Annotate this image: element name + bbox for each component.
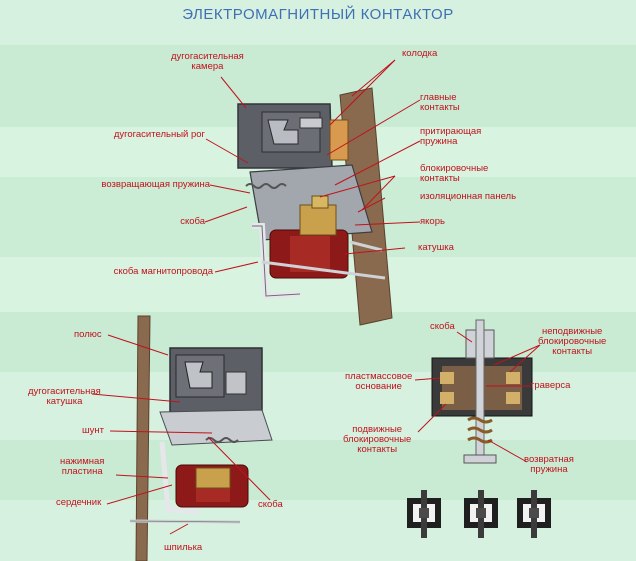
- label-bracket-top: скоба: [180, 216, 205, 227]
- label-moving-interlock: подвижные блокировочные контакты: [343, 424, 412, 455]
- small-block-icons: [407, 490, 551, 538]
- label-arc-coil: дугогасительная катушка: [28, 386, 101, 407]
- label-stud: шпилька: [164, 542, 203, 553]
- page-title: ЭЛЕКТРОМАГНИТНЫЙ КОНТАКТОР: [182, 6, 454, 23]
- top-leader-lines: [204, 59, 421, 273]
- bottom-right-block-illustration: [431, 319, 533, 464]
- label-core: сердечник: [56, 497, 102, 508]
- label-arc-horn: дугогасительный рог: [113, 129, 205, 140]
- label-coil: катушка: [418, 242, 454, 253]
- label-shunt: шунт: [82, 425, 104, 436]
- label-traverse: траверса: [530, 380, 571, 391]
- label-pole: полюс: [74, 329, 102, 340]
- label-bracket-bottom-right: скоба: [430, 321, 455, 332]
- label-armature: якорь: [420, 216, 445, 227]
- label-return-spring: возвращающая пружина: [101, 179, 210, 190]
- label-bracket-bottom-left: скоба: [258, 499, 283, 510]
- bottom-left-leader-lines: [91, 334, 271, 535]
- label-return-spring-bottom: возвратная пружина: [524, 454, 574, 475]
- label-pressure-plate: нажимная пластина: [60, 456, 105, 477]
- label-block: колодка: [402, 48, 438, 59]
- label-interlock-contacts: блокировочные контакты: [420, 163, 489, 184]
- top-contactor-illustration: [237, 87, 393, 326]
- bottom-right-leader-lines: [414, 331, 541, 463]
- label-lapping-spring: притирающая пружина: [420, 126, 482, 147]
- label-arc-chamber: дугогасительная камера: [171, 51, 244, 72]
- label-insulation-panel: изоляционная панель: [420, 191, 517, 202]
- bottom-left-contactor-illustration: [129, 315, 273, 561]
- label-main-contacts: главные контакты: [420, 92, 460, 113]
- bg-band: [0, 440, 636, 500]
- label-magnetic-bracket: скоба магнитопровода: [113, 266, 213, 277]
- label-fixed-interlock: неподвижные блокировочные контакты: [538, 326, 607, 357]
- label-plastic-base: пластмассовое основание: [345, 371, 413, 392]
